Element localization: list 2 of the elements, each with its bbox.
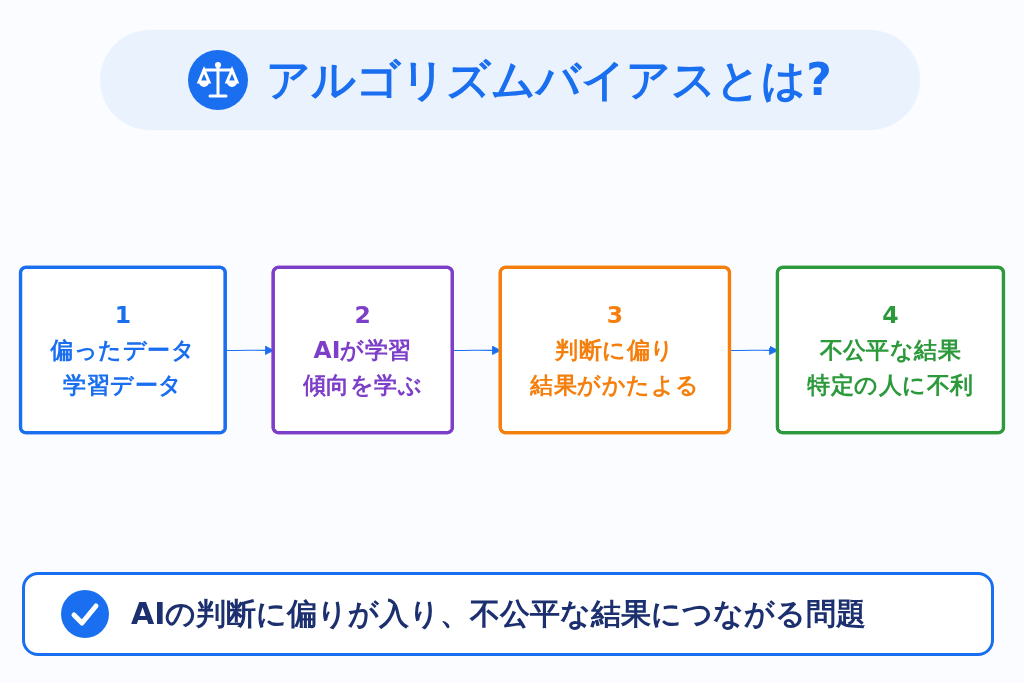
title: アルゴリズムバイアスとは? bbox=[266, 52, 832, 107]
caption: AIの判断に偏りが入り、不公平な結果につながる問題 bbox=[131, 594, 867, 633]
